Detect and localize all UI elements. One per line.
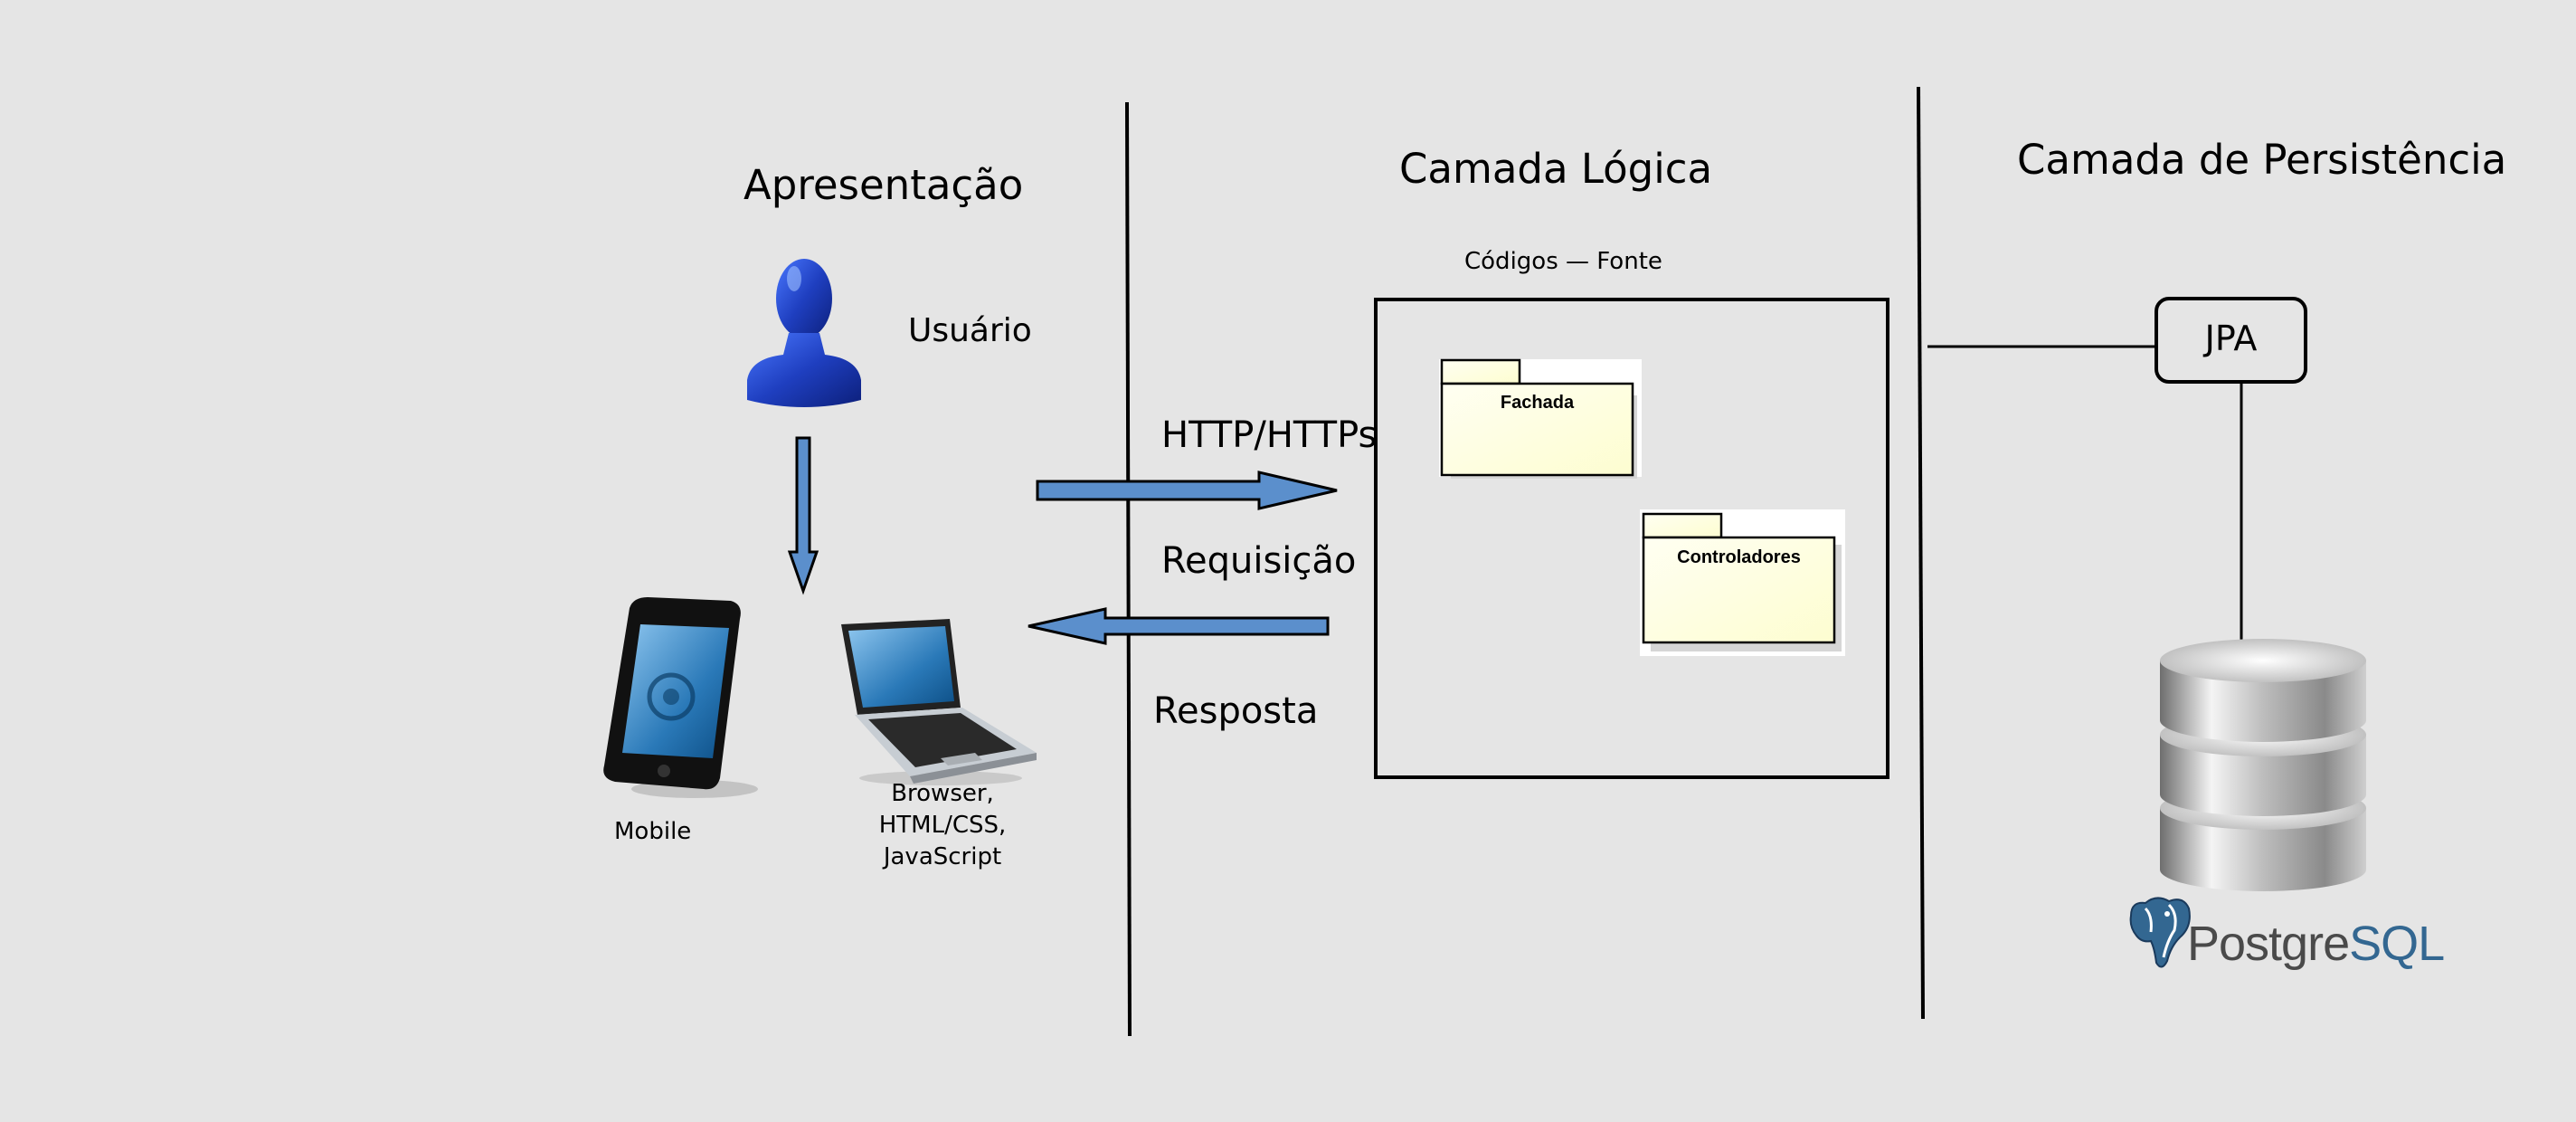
user-icon xyxy=(747,259,861,407)
request-label: Requisição xyxy=(1161,540,1357,582)
browser-label: Browser, HTML/CSS, JavaScript xyxy=(878,780,1007,870)
package-controladores: Controladores xyxy=(1643,537,1834,642)
response-arrow-icon xyxy=(1028,607,1330,645)
database-icon xyxy=(2160,639,2366,891)
logic-layer-title: Camada Lógica xyxy=(1399,145,1713,193)
response-label: Resposta xyxy=(1153,690,1319,732)
jpa-label: JPA xyxy=(2204,319,2258,358)
jpa-box xyxy=(2155,297,2307,384)
user-label: Usuário xyxy=(908,312,1032,349)
package-fachada: Fachada xyxy=(1442,384,1633,475)
postgresql-wordmark-part1: Postgre xyxy=(2187,917,2350,971)
postgresql-wordmark-part2: SQL xyxy=(2349,917,2445,971)
source-code-label: Códigos — Fonte xyxy=(1464,248,1662,275)
postgresql-wordmark: PostgreSQL xyxy=(2187,916,2445,972)
mobile-label: Mobile xyxy=(614,818,692,845)
package-controladores-icon xyxy=(1640,509,1845,656)
persistence-layer-title: Camada de Persistência xyxy=(2017,136,2507,184)
divider-left xyxy=(1125,101,1132,1037)
package-fachada-icon xyxy=(1439,358,1642,479)
postgresql-logo-icon xyxy=(2129,897,2191,968)
presentation-layer-title: Apresentação xyxy=(743,161,1024,209)
mobile-phone-icon xyxy=(603,597,758,798)
laptop-icon xyxy=(841,619,1037,785)
package-fachada-label: Fachada xyxy=(1500,393,1575,413)
divider-right xyxy=(1917,86,1925,1020)
down-arrow-icon xyxy=(787,436,819,595)
package-controladores-label: Controladores xyxy=(1677,547,1801,567)
protocol-label: HTTP/HTTPs xyxy=(1161,414,1378,456)
source-code-box xyxy=(1374,298,1889,779)
request-arrow-icon xyxy=(1036,471,1338,510)
